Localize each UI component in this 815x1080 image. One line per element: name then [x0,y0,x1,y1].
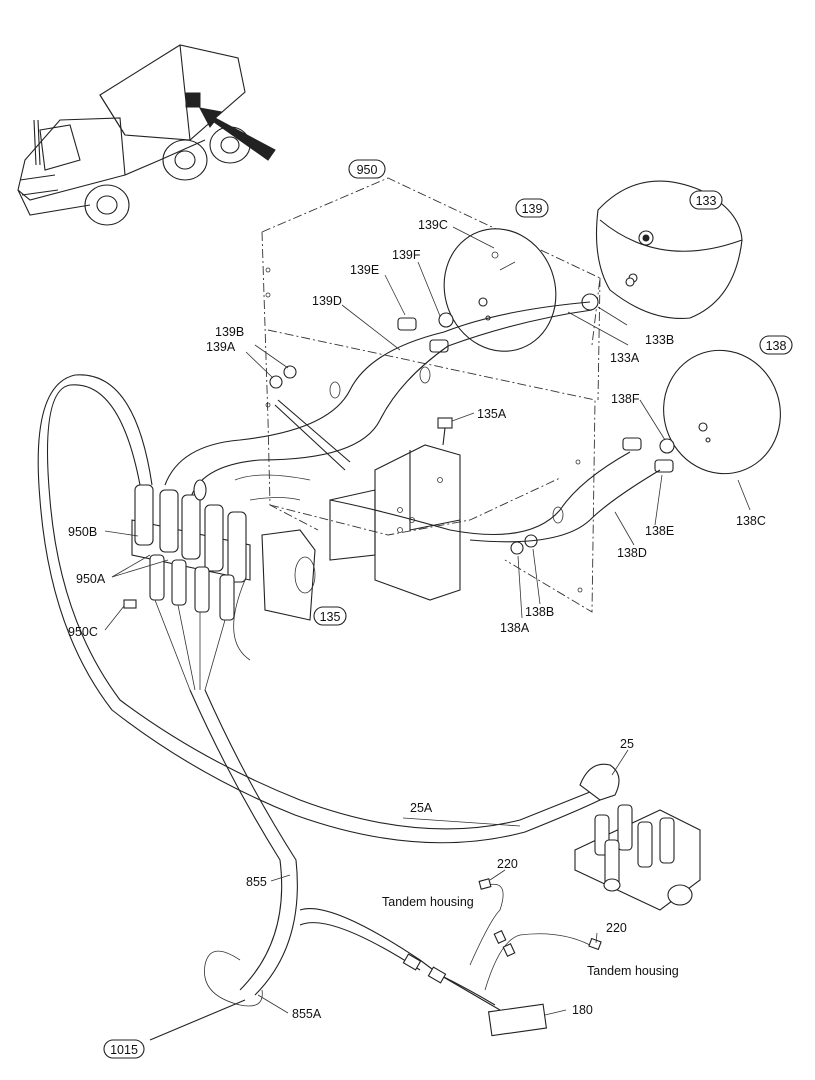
articulated-dump-truck-illustration [17,44,276,226]
label-220-upper: 220 [497,857,518,871]
callout-950: 950 [348,159,386,179]
leader-lines [104,226,751,1016]
label-950C: 950C [68,625,98,639]
label-139B: 139B [215,325,244,339]
callout-139-label: 139 [522,202,543,216]
part-135-bracket [261,444,461,621]
label-139D: 139D [312,294,342,308]
label-133A: 133A [610,351,640,365]
label-25: 25 [620,737,634,751]
label-139F: 139F [392,248,421,262]
label-138C: 138C [736,514,766,528]
label-138A: 138A [500,621,530,635]
label-135A: 135A [477,407,507,421]
callout-135: 135 [313,606,347,626]
label-139E: 139E [350,263,379,277]
label-139C: 139C [418,218,448,232]
label-138F: 138F [611,392,640,406]
callout-133-label: 133 [696,194,717,208]
part-855-hose [149,689,421,1041]
callout-950-label: 950 [357,163,378,177]
label-950B: 950B [68,525,97,539]
label-855: 855 [246,875,267,889]
mounting-panel [261,177,601,613]
callout-135-label: 135 [320,610,341,624]
label-180: 180 [572,1003,593,1017]
sensor-fittings [269,277,711,555]
part-139-mounting-plate [443,228,557,352]
part-950-valve-cluster [123,479,251,691]
part-25-valve-manifold [574,763,701,911]
part-138-mounting-plate [663,349,781,475]
callout-138-label: 138 [766,339,787,353]
callout-133: 133 [689,190,723,210]
part-180-harness-connector [402,878,602,1037]
part-25A-hose [37,374,601,844]
sensor-cables [164,301,661,543]
label-138D: 138D [617,546,647,560]
label-tandem-housing-lower: Tandem housing [587,964,679,978]
label-950A: 950A [76,572,106,586]
callout-1015-label: 1015 [110,1043,138,1057]
label-139A: 139A [206,340,236,354]
label-855A: 855A [292,1007,322,1021]
label-tandem-housing-upper: Tandem housing [382,895,474,909]
label-25A: 25A [410,801,433,815]
label-138E: 138E [645,524,674,538]
location-arrow [199,107,276,161]
callout-139: 139 [515,198,549,218]
label-133B: 133B [645,333,674,347]
callout-138: 138 [759,335,793,355]
label-138B: 138B [525,605,554,619]
callout-1015: 1015 [103,1039,145,1059]
label-220-lower: 220 [606,921,627,935]
